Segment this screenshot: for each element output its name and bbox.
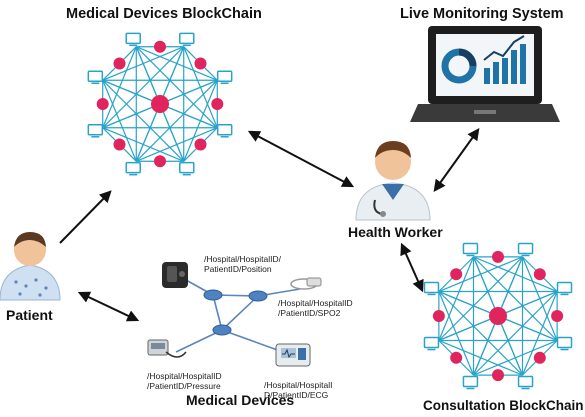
consultation-blockchain-title: Consultation BlockChain	[423, 398, 584, 413]
pressure-path-line-2: /PatientID/Pressure	[147, 381, 221, 391]
computer-icon	[87, 124, 104, 138]
spo2-sensor-icon	[290, 277, 322, 290]
blockchain-node	[96, 98, 109, 110]
position-path-line-2: PatientID/Position	[204, 264, 272, 274]
mesh-link	[473, 291, 558, 376]
arrow-patient-blockchain	[59, 190, 112, 244]
mesh-link	[159, 79, 218, 105]
ecg-device-path: /Hospital/HospitalI D/PatientID/ECG	[264, 380, 333, 400]
medical-devices-blockchain-network	[87, 32, 233, 176]
spo2-path-line-2: /PatientID/SPO2	[278, 308, 341, 318]
spo2-device-path: /Hospital/HospitalID /PatientID/SPO2	[278, 298, 353, 318]
arrow-healthworker-monitor	[433, 128, 480, 192]
health-worker-icon	[355, 141, 431, 221]
mesh-link	[438, 291, 523, 376]
blood-pressure-monitor-icon	[147, 339, 187, 358]
blockchain-node	[492, 250, 504, 263]
computer-icon	[179, 161, 195, 176]
computer-icon	[517, 375, 534, 390]
blockchain-node	[533, 268, 546, 281]
mesh-link	[135, 46, 161, 105]
mesh-link	[473, 256, 558, 341]
mesh-link	[472, 315, 499, 376]
mesh-link	[159, 103, 185, 162]
computer-icon	[216, 70, 233, 84]
blockchain-node	[194, 57, 207, 70]
blockchain-node	[154, 40, 166, 53]
medical-devices-title: Medical Devices	[186, 392, 295, 408]
mesh-link	[497, 315, 524, 376]
computer-icon	[556, 281, 573, 296]
blockchain-center-node	[151, 95, 169, 113]
computer-icon	[462, 242, 479, 257]
connection-arrows	[59, 128, 480, 322]
mesh-link	[183, 80, 218, 162]
mesh-link	[135, 103, 161, 162]
computer-icon	[87, 70, 104, 84]
blockchain-node	[432, 310, 445, 322]
mesh-link	[497, 315, 558, 342]
blockchain-center-node	[489, 307, 507, 325]
mesh-link	[102, 79, 161, 105]
mesh-link	[135, 79, 218, 162]
pressure-path-line-1: /Hospital/HospitalID	[147, 371, 222, 381]
mesh-link	[438, 256, 523, 341]
mesh-link	[159, 46, 185, 105]
medical-devices-blockchain-title: Medical Devices BlockChain	[66, 6, 262, 22]
computer-icon	[462, 375, 479, 390]
computer-icon	[556, 336, 573, 351]
blockchain-node	[113, 138, 126, 151]
computer-icon	[179, 32, 195, 47]
blockchain-node	[450, 351, 463, 364]
position-device-path: /Hospital/HospitalID/ PatientID/Position	[204, 254, 281, 274]
blockchain-node	[533, 351, 546, 364]
arrow-blockchain-healthworker	[247, 130, 355, 188]
mesh-link	[497, 290, 558, 317]
position-sensor-icon	[162, 262, 188, 288]
pressure-device-path: /Hospital/HospitalID /PatientID/Pressure	[147, 371, 222, 391]
blockchain-node	[492, 369, 504, 382]
blockchain-node	[154, 155, 166, 168]
mesh-link	[438, 290, 499, 317]
computer-icon	[423, 336, 440, 351]
mesh-link	[521, 291, 558, 376]
computer-icon	[125, 161, 141, 176]
ecg-path-line-1: /Hospital/HospitalI	[264, 380, 333, 390]
ecg-monitor-icon	[275, 343, 311, 367]
blockchain-node	[194, 138, 207, 151]
blockchain-node	[551, 310, 564, 322]
mesh-link	[102, 79, 185, 162]
mesh-link	[135, 46, 218, 129]
computer-icon	[216, 124, 233, 138]
live-monitoring-title: Live Monitoring System	[400, 6, 564, 22]
computer-icon	[423, 281, 440, 296]
health-worker-title: Health Worker	[348, 224, 443, 240]
mesh-link	[159, 103, 218, 129]
blockchain-node	[450, 268, 463, 281]
blockchain-node	[211, 98, 224, 110]
patient-title: Patient	[6, 307, 53, 323]
consultation-blockchain-network	[423, 242, 573, 390]
mesh-link	[438, 315, 499, 342]
mesh-link	[102, 103, 161, 129]
position-path-line-1: /Hospital/HospitalID/	[204, 254, 282, 264]
arrow-healthworker-consultation	[400, 242, 424, 293]
mesh-link	[472, 256, 499, 317]
device-network	[147, 262, 322, 367]
computer-icon	[517, 242, 534, 257]
mesh-link	[497, 256, 524, 317]
arrow-patient-devices	[77, 291, 140, 322]
ecg-path-line-2: D/PatientID/ECG	[264, 390, 329, 400]
laptop-monitor-icon	[410, 26, 560, 122]
mesh-link	[102, 46, 185, 129]
patient-icon	[0, 232, 61, 301]
blockchain-node	[113, 57, 126, 70]
spo2-path-line-1: /Hospital/HospitalID	[278, 298, 353, 308]
computer-icon	[125, 32, 141, 47]
